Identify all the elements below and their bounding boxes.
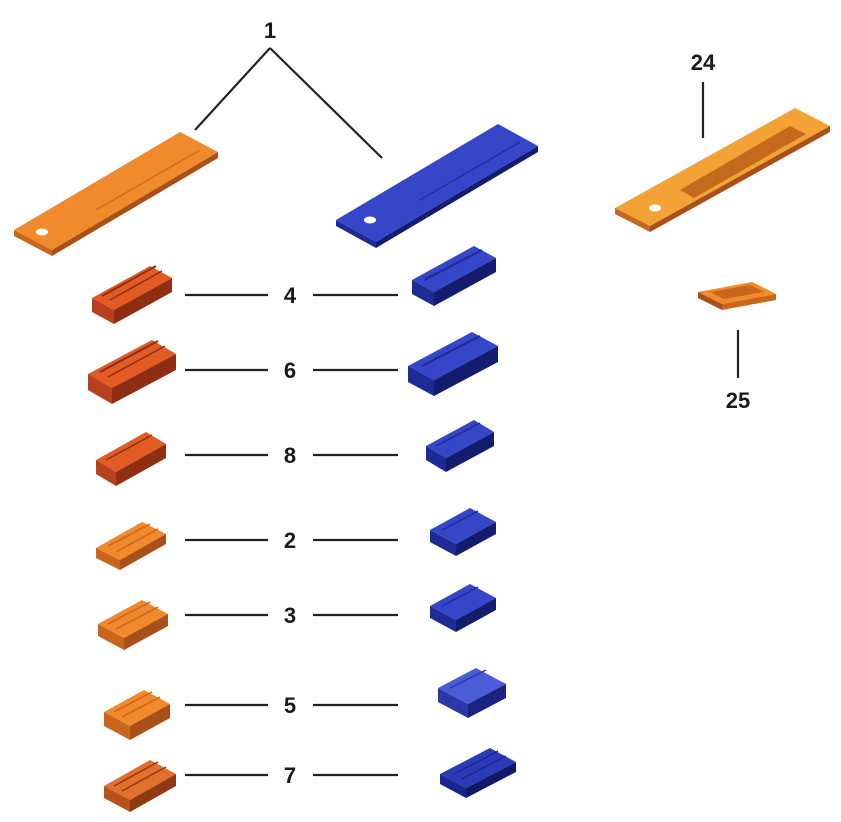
row-5: 5 — [104, 668, 506, 740]
blue-block-4 — [412, 246, 496, 306]
label-7: 7 — [284, 763, 296, 788]
row-7: 7 — [104, 748, 516, 812]
clip-25 — [698, 282, 776, 378]
label-24: 24 — [691, 50, 716, 75]
blue-block-8 — [426, 420, 494, 472]
row-2: 2 — [96, 508, 496, 570]
blue-strip — [336, 124, 538, 248]
orange-block-2 — [96, 522, 166, 570]
leader-lines-1 — [194, 47, 383, 159]
row-6: 6 — [88, 332, 498, 404]
orange-block-8 — [96, 432, 166, 486]
orange-block-5 — [104, 690, 170, 740]
orange-block-4 — [92, 265, 172, 324]
orange-block-7 — [104, 760, 176, 812]
label-1: 1 — [264, 18, 276, 43]
blue-block-3 — [430, 584, 496, 632]
row-3: 3 — [98, 584, 496, 650]
gold-strip-24 — [615, 82, 830, 232]
row-4: 4 — [92, 246, 496, 324]
label-25: 25 — [726, 388, 750, 413]
label-4: 4 — [284, 283, 297, 308]
blue-block-2 — [430, 508, 496, 556]
label-6: 6 — [284, 358, 296, 383]
label-3: 3 — [284, 603, 296, 628]
label-8: 8 — [284, 443, 296, 468]
blue-block-5 — [438, 668, 506, 718]
blue-block-6 — [408, 332, 498, 396]
orange-block-3 — [98, 600, 168, 650]
label-5: 5 — [284, 693, 296, 718]
row-8: 8 — [96, 420, 494, 486]
orange-block-6 — [88, 340, 176, 404]
label-2: 2 — [284, 528, 296, 553]
orange-strip — [14, 132, 218, 256]
blue-block-7 — [440, 748, 516, 798]
